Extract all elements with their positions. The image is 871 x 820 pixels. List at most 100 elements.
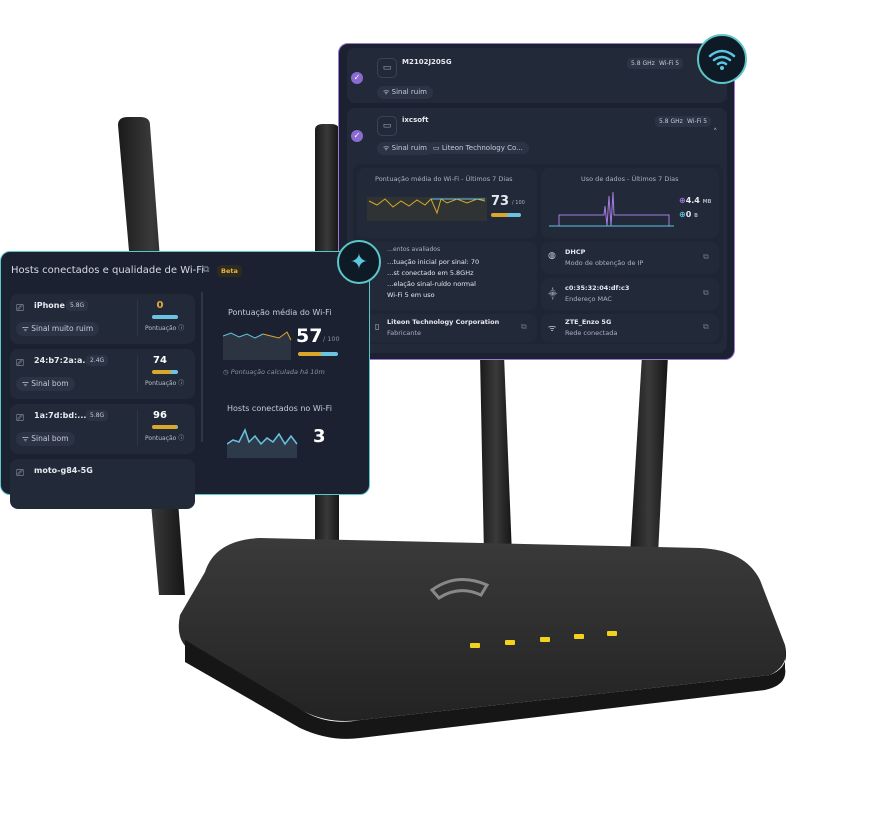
- info-mac: ⸎ c0:35:32:04:df:c3 Endereço MAC ⧉: [541, 278, 719, 310]
- wifi-icon: ᯤ: [22, 379, 32, 388]
- info-icon[interactable]: ⓘ: [178, 325, 185, 332]
- wifi-icon: ᯤ: [22, 434, 32, 443]
- copy-icon[interactable]: ⧉: [703, 288, 709, 297]
- host-name: iPhone: [34, 301, 65, 310]
- wifi-score-panel: Pontuação média do Wi-Fi - Últimos 7 Dia…: [357, 168, 537, 238]
- band-tag: 5.8G: [66, 300, 89, 311]
- host-name: 1a:7d:bd:...: [34, 411, 87, 420]
- device-icon: ▭: [377, 116, 397, 136]
- hosts-count-title: Hosts conectados no Wi-Fi: [227, 404, 332, 413]
- info-network: ᯤ ZTE_Enzo 5G Rede conectada ⧉: [541, 314, 719, 342]
- avg-score-sparkline: [223, 331, 292, 360]
- score-bar: [152, 315, 178, 319]
- host-item[interactable]: ⎚ 24:b7:2a:a...2.4G ᯤ Sinal bom 74 Pontu…: [10, 349, 195, 399]
- host-name: 24:b7:2a:a...: [34, 356, 92, 365]
- hosts-count-value: 3: [313, 426, 326, 447]
- beta-badge: Beta: [217, 265, 242, 277]
- info-icon[interactable]: ⓘ: [178, 380, 185, 387]
- evaluated-panel: …entos avaliados …tuação inicial por sin…: [357, 242, 537, 310]
- info-label: Fabricante: [387, 329, 421, 337]
- router-logo: [429, 578, 490, 600]
- host-item[interactable]: ⎚ 1a:7d:bd:...5.8G ᯤ Sinal bom 96 Pontua…: [10, 404, 195, 454]
- avg-score-value: 57: [296, 325, 323, 347]
- evaluated-item: …st conectado em 5.8GHz: [387, 269, 474, 277]
- evaluated-item: …tuação inicial por sinal: 70: [387, 258, 480, 266]
- score-bar: [491, 213, 521, 217]
- standard-tag: Wi-Fi 5: [683, 116, 712, 127]
- external-link-icon[interactable]: ⧉: [203, 265, 210, 275]
- info-dhcp: ◍ DHCP Modo de obtenção de IP ⧉: [541, 242, 719, 274]
- copy-icon[interactable]: ⧉: [703, 322, 709, 331]
- panel-title: Uso de dados - Últimos 7 Dias: [581, 175, 679, 183]
- globe-icon: ◍: [548, 251, 556, 261]
- info-value: ZTE_Enzo 5G: [565, 318, 612, 326]
- data-usage-panel: Uso de dados - Últimos 7 Dias ⊕4.4 MB ⊕0…: [541, 168, 719, 238]
- wifi-icon: ᯤ: [22, 324, 32, 333]
- signal-chip: ᯤ Sinal muito ruim: [16, 322, 100, 336]
- avg-score-max: / 100: [323, 335, 340, 343]
- wifi-icon: ᯤ: [548, 324, 557, 334]
- check-icon[interactable]: ✓: [351, 72, 363, 84]
- wifi-icon: ᯤ: [383, 88, 392, 96]
- folder-icon: ▭: [433, 144, 442, 152]
- host-name: M2102J20SG: [402, 58, 452, 66]
- hosts-quality-card: Hosts conectados e qualidade de Wi-Fi ⧉ …: [0, 251, 370, 509]
- calc-note: ◷ Pontuação calculada há 10m: [223, 368, 325, 376]
- device-icon: ▭: [377, 58, 397, 78]
- score-value: 96: [153, 410, 167, 421]
- scrollbar[interactable]: [201, 292, 203, 442]
- network-icon: ⸎: [548, 290, 558, 300]
- host-details-card: ✓ ▭ M2102J20SG 5.8 GHz Wi-Fi 5 ᯤ Sinal r…: [338, 43, 735, 360]
- info-value: c0:35:32:04:df:c3: [565, 284, 630, 292]
- download-value: ⊕4.4 MB: [679, 196, 712, 205]
- host-item[interactable]: ✓ ▭ M2102J20SG 5.8 GHz Wi-Fi 5 ᯤ Sinal r…: [347, 48, 727, 103]
- info-value: DHCP: [565, 248, 586, 256]
- band-tag: 5.8 GHz: [627, 58, 659, 69]
- check-icon[interactable]: ✓: [351, 130, 363, 142]
- host-item-expanded[interactable]: ✓ ▭ ixcsoft 5.8 GHz Wi-Fi 5 ˄ ᯤ Sinal ru…: [347, 108, 727, 353]
- info-label: Modo de obtenção de IP: [565, 259, 644, 267]
- score-label: Pontuação ⓘ: [145, 325, 185, 332]
- score-value: 0: [156, 300, 164, 311]
- router-body: [178, 538, 786, 721]
- host-item[interactable]: ⎚ moto-g84-5G: [10, 459, 195, 509]
- score-sparkline: [367, 197, 487, 221]
- info-label: Rede conectada: [565, 329, 618, 337]
- wifi-icon: [697, 34, 747, 84]
- panel-title: …entos avaliados: [387, 246, 441, 253]
- signal-chip: ᯤ Sinal ruim: [377, 142, 433, 155]
- chevron-up-icon[interactable]: ˄: [713, 128, 718, 138]
- device-icon: ⎚: [16, 413, 24, 424]
- vendor-chip: ▭ Liteon Technology Co...: [427, 142, 529, 154]
- copy-icon[interactable]: ⧉: [703, 252, 709, 261]
- band-tag: 5.8 GHz: [655, 116, 687, 127]
- score-bar: [152, 370, 178, 374]
- avg-score-bar: [298, 352, 338, 356]
- band-tag: 5.8G: [86, 410, 109, 421]
- card-title: Hosts conectados e qualidade de Wi-Fi: [11, 265, 205, 276]
- score-label: Pontuação ⓘ: [145, 435, 185, 442]
- device-icon: ▯: [375, 322, 380, 331]
- upload-value: ⊕0 B: [679, 210, 698, 219]
- score-max: / 100: [512, 200, 525, 206]
- info-label: Endereço MAC: [565, 295, 612, 303]
- evaluated-item: …elação sinal-ruído normal: [387, 280, 476, 288]
- sparkles-icon: ✦: [337, 240, 381, 284]
- standard-tag: Wi-Fi 5: [655, 58, 684, 69]
- status-leds: [470, 631, 617, 648]
- usage-chart: [549, 191, 674, 227]
- device-icon: ⎚: [16, 468, 24, 479]
- info-vendor: ▯ Liteon Technology Corporation Fabrican…: [357, 314, 537, 342]
- info-icon[interactable]: ⓘ: [178, 435, 185, 442]
- copy-icon[interactable]: ⧉: [521, 322, 527, 331]
- panel-title: Pontuação média do Wi-Fi - Últimos 7 Dia…: [375, 175, 513, 183]
- score-bar: [152, 425, 178, 429]
- antenna: [630, 355, 668, 555]
- host-name: moto-g84-5G: [34, 466, 93, 475]
- signal-chip: ᯤ Sinal bom: [16, 377, 75, 391]
- info-value: Liteon Technology Corporation: [387, 318, 500, 326]
- evaluated-item: Wi-Fi 5 em uso: [387, 291, 435, 299]
- avg-score-title: Pontuação média do Wi-Fi: [228, 308, 332, 317]
- score-value: 73: [491, 194, 510, 209]
